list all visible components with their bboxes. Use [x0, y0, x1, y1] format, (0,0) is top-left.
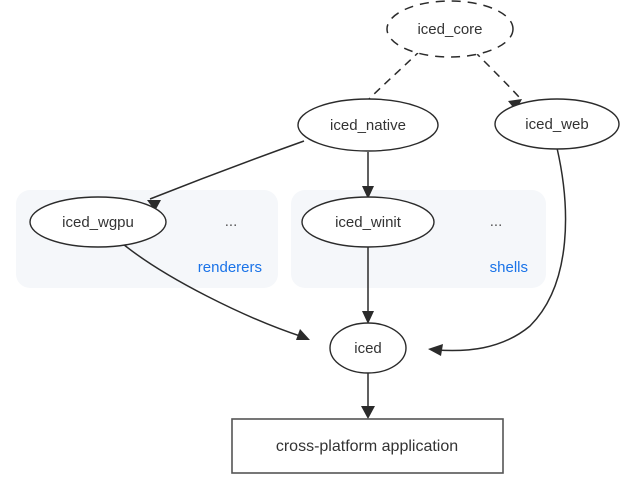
node-iced-winit[interactable]: iced_winit	[301, 196, 435, 248]
node-iced-core-shape[interactable]	[386, 0, 514, 58]
cluster-renderers-ellipsis: ...	[225, 213, 238, 230]
cluster-shells-label: shells	[490, 259, 528, 276]
edge-iced-wgpu-to-iced-arrow	[296, 329, 310, 340]
node-application-label: cross-platform application	[276, 438, 458, 455]
node-iced-label: iced	[354, 340, 382, 357]
edge-iced-winit-to-iced-arrow	[362, 311, 374, 324]
node-iced-native-shape[interactable]	[297, 98, 439, 152]
node-iced-winit-label: iced_winit	[335, 214, 402, 231]
node-iced-web[interactable]: iced_web	[494, 98, 620, 150]
node-iced-core-label: iced_core	[417, 21, 482, 38]
node-iced-native-label: iced_native	[330, 117, 406, 134]
edge-iced-core-to-iced-web-line	[473, 50, 520, 98]
edge-iced-native-to-iced-wgpu-arrow	[147, 200, 161, 211]
node-application-shape[interactable]	[231, 418, 504, 474]
edge-iced-native-to-iced-wgpu-line	[149, 140, 305, 200]
cluster-renderers-label: renderers	[198, 259, 262, 276]
edge-iced-to-application-arrow	[361, 406, 375, 419]
node-iced-core[interactable]: iced_core	[386, 0, 514, 58]
node-iced-web-shape[interactable]	[494, 98, 620, 150]
edge-iced-web-to-iced	[428, 147, 567, 356]
node-iced[interactable]: iced	[329, 322, 407, 374]
node-iced-winit-shape[interactable]	[301, 196, 435, 248]
node-iced-shape[interactable]	[329, 322, 407, 374]
edge-iced-core-to-iced-native-line	[368, 49, 422, 100]
node-iced-web-label: iced_web	[525, 116, 588, 133]
cluster-shells-ellipsis: ...	[490, 213, 503, 230]
edge-iced-native-to-iced-winit	[362, 152, 374, 199]
edge-iced-wgpu-to-iced	[122, 243, 310, 340]
edge-iced-to-application	[361, 373, 375, 419]
edge-iced-core-to-iced-web	[473, 50, 522, 111]
node-iced-wgpu-shape[interactable]	[29, 196, 167, 248]
edge-iced-native-to-iced-wgpu	[147, 140, 305, 211]
edge-iced-wgpu-to-iced-line	[122, 243, 304, 338]
node-iced-native[interactable]: iced_native	[297, 98, 439, 152]
edge-iced-web-to-iced-arrow	[428, 344, 443, 356]
node-iced-wgpu-label: iced_wgpu	[62, 214, 134, 231]
node-iced-wgpu[interactable]: iced_wgpu	[29, 196, 167, 248]
edge-iced-winit-to-iced	[362, 247, 374, 324]
edge-iced-web-to-iced-line	[435, 147, 567, 352]
edge-iced-native-to-iced-winit-arrow	[362, 186, 374, 199]
node-application[interactable]: cross-platform application	[231, 418, 504, 474]
